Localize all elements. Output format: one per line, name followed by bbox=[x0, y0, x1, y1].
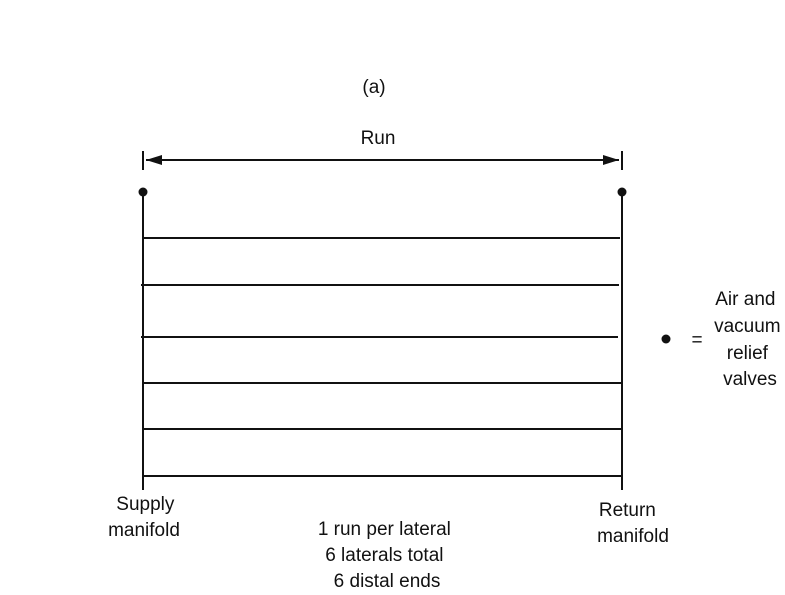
supply-manifold-label: Supply manifold bbox=[108, 494, 180, 541]
legend-line4: valves bbox=[723, 369, 777, 390]
summary-line-laterals: 6 laterals total bbox=[325, 545, 443, 566]
relief-valve-supply bbox=[138, 187, 148, 197]
legend-line2: vacuum bbox=[714, 316, 781, 337]
return-manifold-line2: manifold bbox=[597, 526, 669, 547]
legend: = Air and vacuum relief valves bbox=[661, 289, 785, 390]
legend-line1: Air and bbox=[715, 289, 775, 310]
legend-valve-description: Air and vacuum relief valves bbox=[714, 289, 785, 390]
legend-valve-symbol bbox=[661, 334, 671, 344]
return-manifold-line1: Return bbox=[599, 500, 656, 521]
run-arrow-left-head bbox=[146, 155, 162, 165]
run-arrow-right-head bbox=[603, 155, 619, 165]
run-label: Run bbox=[361, 128, 396, 149]
panel-label: (a) bbox=[362, 77, 385, 98]
summary-line-runs: 1 run per lateral bbox=[318, 519, 451, 540]
supply-manifold-line1: Supply bbox=[116, 494, 175, 515]
return-manifold-label: Return manifold bbox=[597, 500, 669, 547]
relief-valve-return bbox=[617, 187, 627, 197]
summary-line-distal-ends: 6 distal ends bbox=[334, 571, 441, 592]
legend-equals: = bbox=[691, 330, 702, 351]
run-dimension-arrow bbox=[142, 151, 623, 170]
supply-manifold-line2: manifold bbox=[108, 520, 180, 541]
layout-summary: 1 run per lateral 6 laterals total 6 dis… bbox=[318, 519, 456, 592]
legend-line3: relief bbox=[727, 343, 769, 364]
